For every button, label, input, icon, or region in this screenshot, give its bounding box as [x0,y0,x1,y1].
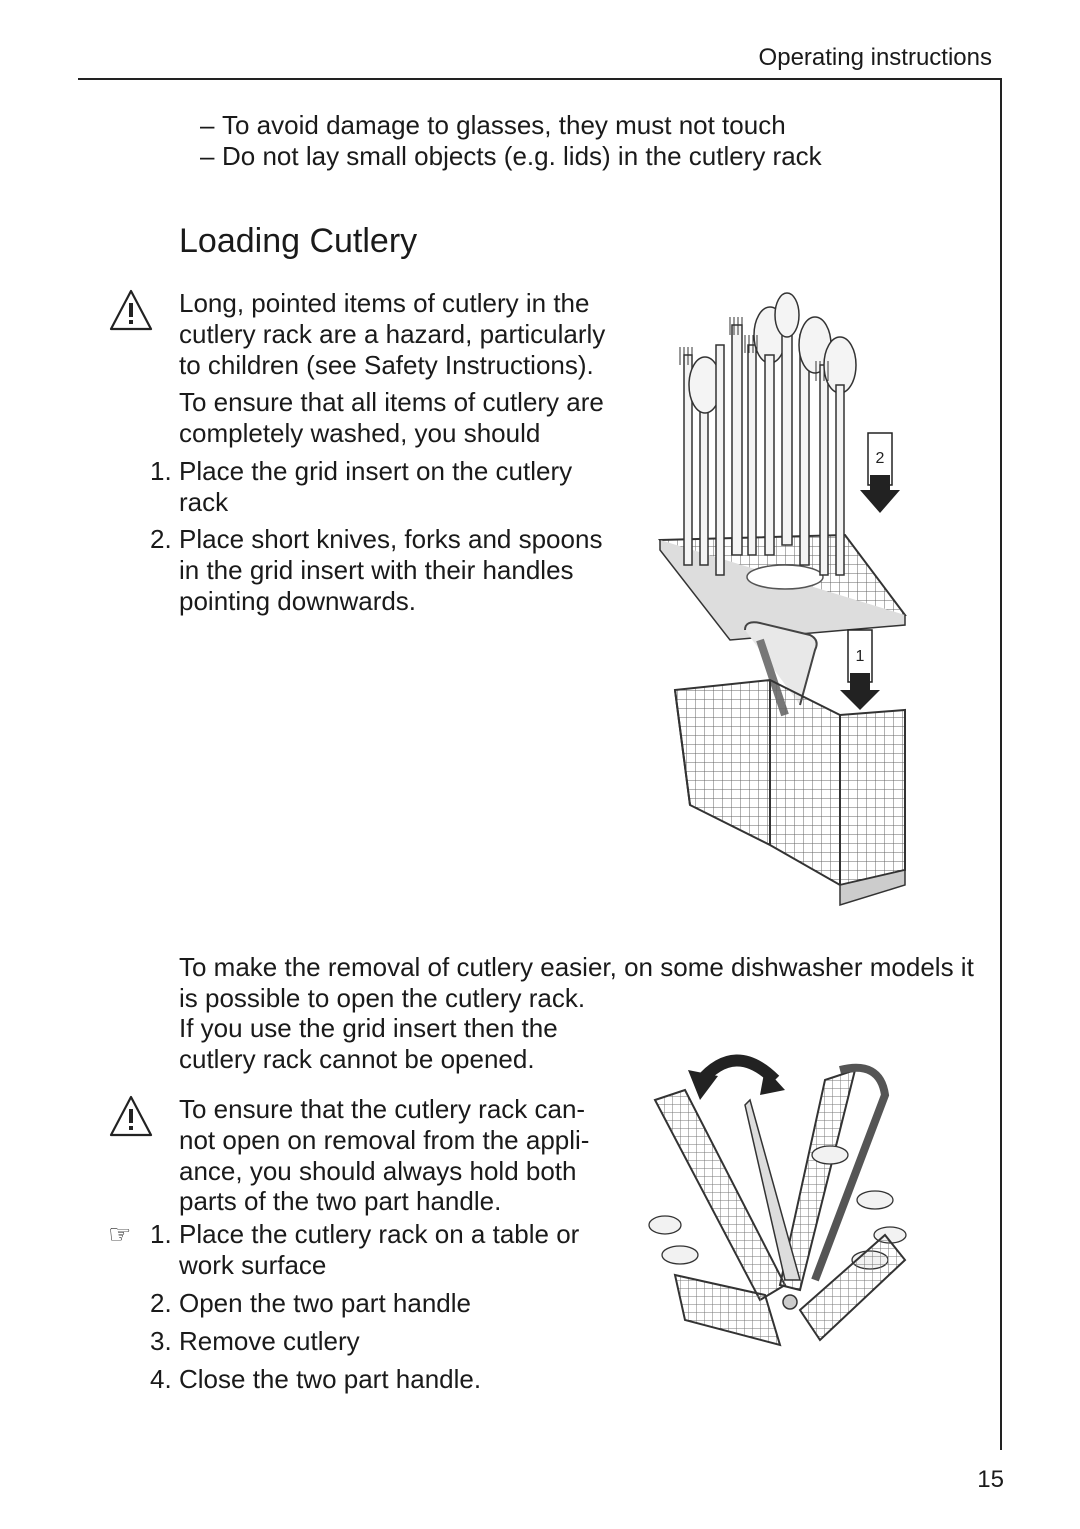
warning1-line-1: Long, pointed items of cutlery in the [179,288,590,318]
ensure-line-1: To ensure that all items of cutlery are [179,387,604,417]
removal-line-4: cutlery rack cannot be opened. [179,1044,535,1074]
page-number: 15 [977,1466,1004,1493]
margin-rule [1000,78,1002,1450]
step-a2-line-2: in the grid insert with their handles [179,555,574,585]
section-title: Loading Cutlery [179,222,418,260]
warning-triangle-icon [109,1095,153,1137]
running-header: Operating instructions [758,44,992,71]
step-number: 3. [150,1326,172,1356]
removal-line-1: To make the removal of cutlery easier, o… [179,952,974,982]
figure-label-1: 1 [856,648,865,665]
warning2-line-4: parts of the two part handle. [179,1186,502,1216]
ensure-line-2: completely washed, you should [179,418,541,448]
step-b2-line-1: Open the two part handle [179,1288,471,1318]
intro-bullet-2: Do not lay small objects (e.g. lids) in … [222,141,822,171]
removal-line-2: is possible to open the cutlery rack. [179,983,586,1013]
open-cutlery-rack-illustration [648,1054,907,1347]
step-a1-line-1: Place the grid insert on the cutlery [179,456,573,486]
step-b1-line-1: Place the cutlery rack on a table or [179,1219,580,1249]
bullet-mark: – [200,110,215,140]
warning2-line-3: ance, you should always hold both [179,1156,577,1186]
step-number: 2. [150,1288,172,1318]
figure-label-2: 2 [876,450,885,467]
warning1-line-3: to children (see Safety Instructions). [179,350,594,380]
step-number: 2. [150,524,172,554]
grid-insert-illustration: 2 1 [657,292,907,907]
pointing-hand-icon: ☞ [108,1219,132,1249]
step-b3-line-1: Remove cutlery [179,1326,360,1356]
header-rule [78,78,1002,80]
warning2-line-2: not open on removal from the appli- [179,1125,590,1155]
warning-triangle-icon [109,289,153,331]
step-b4-line-1: Close the two part handle. [179,1364,482,1394]
step-b1-line-2: work surface [179,1250,327,1280]
step-a2-line-1: Place short knives, forks and spoons [179,524,603,554]
step-number: 1. [150,1219,172,1249]
step-number: 4. [150,1364,172,1394]
warning2-line-1: To ensure that the cutlery rack can- [179,1094,586,1124]
warning1-line-2: cutlery rack are a hazard, particularly [179,319,606,349]
removal-line-3: If you use the grid insert then the [179,1013,558,1043]
step-number: 1. [150,456,172,486]
bullet-mark: – [200,141,215,171]
step-a1-line-2: rack [179,487,229,517]
intro-bullet-1: To avoid damage to glasses, they must no… [222,110,786,140]
step-a2-line-3: pointing downwards. [179,586,417,616]
